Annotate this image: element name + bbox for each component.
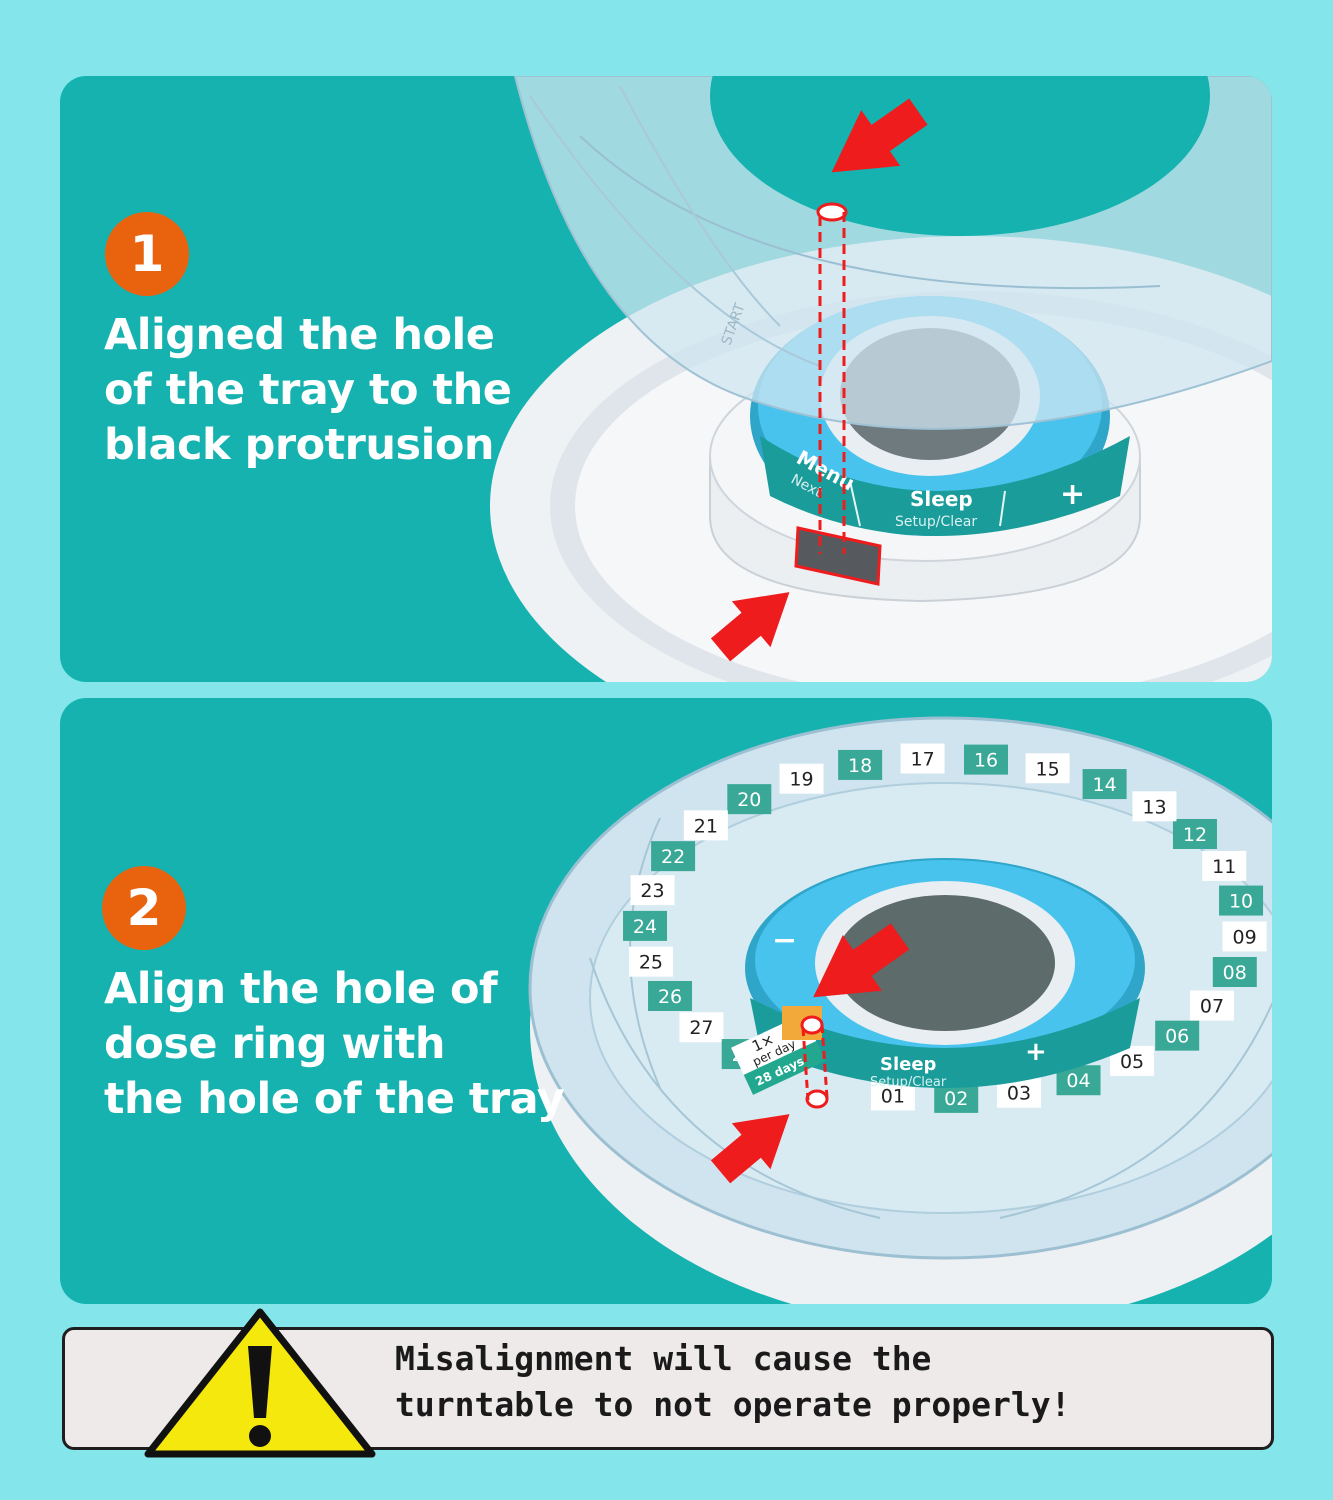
dose-day-24: 24 bbox=[623, 910, 668, 941]
dose-day-18: 18 bbox=[838, 749, 883, 780]
dose-day-15: 15 bbox=[1025, 753, 1070, 784]
setup-clear-label: Setup/Clear bbox=[895, 514, 977, 530]
dose-day-label: 14 bbox=[1093, 774, 1117, 796]
red-arrow-lower-icon bbox=[710, 1114, 790, 1184]
dose-day-19: 19 bbox=[779, 763, 824, 794]
dose-day-label: 19 bbox=[789, 769, 813, 791]
plus-button-2: + bbox=[1025, 1037, 1047, 1067]
warning-line-2: turntable to not operate properly! bbox=[395, 1385, 1071, 1424]
step-1-panel: Menu Next Sleep Setup/Clear + START 1 Al… bbox=[60, 76, 1272, 682]
sleep-button-2: Sleep bbox=[880, 1054, 937, 1075]
warning-line-1: Misalignment will cause the bbox=[395, 1339, 932, 1378]
dose-day-label: 10 bbox=[1229, 891, 1253, 913]
minus-button: − bbox=[772, 923, 797, 958]
dose-day-13: 13 bbox=[1132, 791, 1177, 822]
dose-day-label: 09 bbox=[1233, 926, 1257, 948]
dose-day-26: 26 bbox=[648, 980, 693, 1011]
dose-day-label: 15 bbox=[1036, 758, 1060, 780]
dose-ring-hole bbox=[800, 1015, 824, 1035]
dose-day-14: 14 bbox=[1082, 769, 1127, 800]
dose-day-22: 22 bbox=[651, 841, 696, 872]
red-arrow-upper-icon bbox=[813, 923, 910, 998]
tray-center-opening bbox=[710, 76, 1210, 236]
dose-day-23: 23 bbox=[630, 875, 675, 906]
dose-day-label: 27 bbox=[689, 1017, 713, 1039]
step-2-line-3: the hole of the tray bbox=[104, 1074, 565, 1124]
dose-day-label: 07 bbox=[1200, 996, 1224, 1018]
dose-day-16: 16 bbox=[964, 744, 1009, 775]
tray-hole bbox=[816, 202, 848, 222]
dose-day-label: 06 bbox=[1165, 1026, 1189, 1048]
step-1-instruction: Aligned the hole of the tray to the blac… bbox=[104, 308, 512, 473]
step-2-instruction: Align the hole of dose ring with the hol… bbox=[104, 962, 565, 1127]
dose-day-12: 12 bbox=[1172, 818, 1217, 849]
dose-day-08: 08 bbox=[1212, 956, 1257, 987]
dose-day-06: 06 bbox=[1155, 1020, 1200, 1051]
dose-day-04: 04 bbox=[1056, 1065, 1101, 1096]
step-2-line-1: Align the hole of bbox=[104, 964, 498, 1014]
sleep-button: Sleep bbox=[910, 487, 973, 511]
button-strip bbox=[760, 436, 1130, 536]
dose-day-20: 20 bbox=[727, 784, 772, 815]
dose-day-label: 21 bbox=[694, 815, 718, 837]
dose-day-label: 01 bbox=[881, 1085, 905, 1107]
dose-day-label: 18 bbox=[848, 755, 872, 777]
red-arrow-top-icon bbox=[831, 98, 928, 173]
dose-day-label: 04 bbox=[1066, 1070, 1090, 1092]
dose-day-label: 17 bbox=[910, 748, 934, 770]
tray-hole-2 bbox=[805, 1089, 829, 1109]
step-1-line-2: of the tray to the bbox=[104, 365, 512, 415]
warning-triangle-icon bbox=[144, 1308, 376, 1458]
dose-day-label: 26 bbox=[658, 986, 682, 1008]
dose-day-label: 11 bbox=[1212, 856, 1236, 878]
dose-day-label: 13 bbox=[1142, 796, 1166, 818]
dose-day-label: 02 bbox=[944, 1088, 968, 1110]
red-arrow-bottom-icon bbox=[710, 592, 790, 662]
dose-day-10: 10 bbox=[1219, 885, 1264, 916]
dose-day-label: 08 bbox=[1223, 962, 1247, 984]
black-protrusion bbox=[794, 526, 882, 586]
dose-day-27: 27 bbox=[679, 1012, 724, 1043]
dose-day-label: 05 bbox=[1120, 1051, 1144, 1073]
dose-day-25: 25 bbox=[628, 946, 673, 977]
dose-day-07: 07 bbox=[1189, 990, 1234, 1021]
step-1-line-3: black protrusion bbox=[104, 420, 494, 470]
dose-day-17: 17 bbox=[900, 743, 945, 774]
dose-day-21: 21 bbox=[683, 810, 728, 841]
step-1-badge: 1 bbox=[105, 212, 189, 296]
dose-day-label: 23 bbox=[640, 880, 664, 902]
step-2-line-2: dose ring with bbox=[104, 1019, 446, 1069]
button-strip-2 bbox=[750, 998, 1140, 1088]
dose-day-label: 24 bbox=[633, 916, 657, 938]
plus-button: + bbox=[1060, 477, 1085, 512]
setup-clear-label-2: Setup/Clear bbox=[870, 1075, 947, 1090]
dose-day-label: 12 bbox=[1183, 824, 1207, 846]
dose-day-11: 11 bbox=[1202, 850, 1247, 881]
dose-day-label: 20 bbox=[737, 789, 761, 811]
dose-day-09: 09 bbox=[1222, 921, 1267, 952]
step-2-badge: 2 bbox=[102, 866, 186, 950]
step-1-line-1: Aligned the hole bbox=[104, 310, 495, 360]
dose-day-label: 22 bbox=[661, 846, 685, 868]
step-1-device-photo: Menu Next Sleep Setup/Clear + START bbox=[490, 76, 1272, 682]
warning-message: Misalignment will cause the turntable to… bbox=[395, 1336, 1255, 1428]
dose-day-label: 03 bbox=[1007, 1083, 1031, 1105]
dose-day-label: 25 bbox=[639, 952, 663, 974]
dose-day-label: 16 bbox=[974, 750, 998, 772]
